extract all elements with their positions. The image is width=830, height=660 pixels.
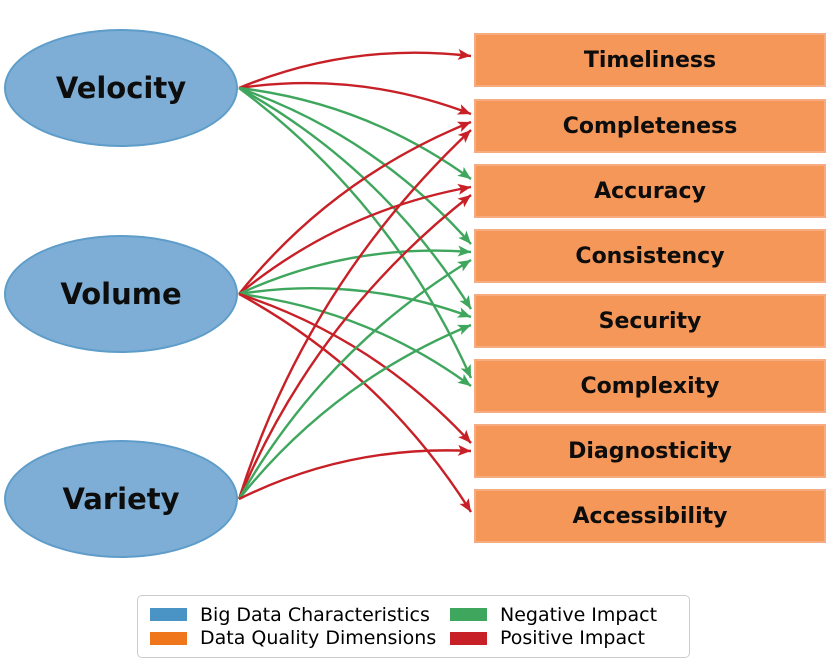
orange-swatch bbox=[150, 631, 187, 645]
characteristic-label: Variety bbox=[62, 482, 180, 516]
characteristic-label: Velocity bbox=[55, 71, 187, 105]
green-swatch bbox=[450, 608, 487, 622]
arrow-variety-accuracy bbox=[237, 194, 472, 500]
arrow-volume-complexity bbox=[238, 292, 472, 387]
arrow-volume-diagnosticity bbox=[238, 292, 472, 444]
arrow-velocity-complexity bbox=[238, 87, 473, 379]
dimension-label: Accuracy bbox=[594, 178, 706, 204]
legend-label: Big Data Characteristics bbox=[200, 603, 430, 626]
arrow-variety-consistency bbox=[237, 258, 472, 500]
legend-item-positive-impact: Positive Impact bbox=[450, 627, 679, 649]
arrow-volume-security bbox=[238, 287, 472, 319]
legend-label: Positive Impact bbox=[500, 627, 645, 650]
characteristic-node-volume: Volume bbox=[4, 235, 238, 353]
legend: Big Data Characteristics Negative Impact… bbox=[137, 595, 690, 658]
blue-swatch bbox=[150, 608, 187, 622]
characteristic-node-variety: Variety bbox=[4, 440, 238, 558]
arrow-variety-security bbox=[238, 323, 472, 500]
arrow-variety-completeness bbox=[237, 129, 472, 500]
dimension-box-accuracy: Accuracy bbox=[474, 164, 826, 218]
arrow-volume-completeness bbox=[238, 120, 472, 295]
arrow-volume-consistency bbox=[238, 245, 472, 296]
characteristic-label: Volume bbox=[60, 277, 182, 311]
dimension-label: Complexity bbox=[580, 373, 720, 399]
legend-label: Negative Impact bbox=[500, 603, 658, 626]
arrow-variety-diagnosticity bbox=[238, 444, 472, 501]
characteristic-node-velocity: Velocity bbox=[4, 29, 238, 147]
dimension-label: Timeliness bbox=[583, 47, 717, 73]
dimension-label: Diagnosticity bbox=[568, 438, 732, 464]
dimension-box-security: Security bbox=[474, 294, 826, 348]
dimension-box-consistency: Consistency bbox=[474, 229, 826, 283]
dimension-box-accessibility: Accessibility bbox=[474, 489, 826, 543]
dimension-label: Completeness bbox=[562, 113, 738, 139]
arrow-velocity-security bbox=[238, 86, 473, 310]
legend-item-negative-impact: Negative Impact bbox=[450, 604, 679, 626]
red-swatch bbox=[450, 631, 487, 645]
dimension-label: Security bbox=[598, 308, 702, 334]
legend-item-big-data-characteristics: Big Data Characteristics bbox=[150, 604, 450, 626]
dimension-label: Consistency bbox=[575, 243, 725, 269]
dimension-box-timeliness: Timeliness bbox=[474, 33, 826, 87]
legend-label: Data Quality Dimensions bbox=[200, 627, 437, 650]
dimension-box-completeness: Completeness bbox=[474, 99, 826, 153]
arrow-velocity-timeliness bbox=[238, 49, 472, 90]
dimension-box-complexity: Complexity bbox=[474, 359, 826, 413]
arrow-volume-accuracy bbox=[238, 183, 472, 295]
dimension-box-diagnosticity: Diagnosticity bbox=[474, 424, 826, 478]
arrow-velocity-completeness bbox=[238, 81, 472, 116]
arrow-velocity-accuracy bbox=[238, 86, 472, 180]
arrow-volume-accessibility bbox=[238, 292, 473, 513]
arrow-velocity-consistency bbox=[238, 86, 472, 245]
dimension-label: Accessibility bbox=[572, 503, 728, 529]
legend-item-data-quality-dimensions: Data Quality Dimensions bbox=[150, 627, 450, 649]
